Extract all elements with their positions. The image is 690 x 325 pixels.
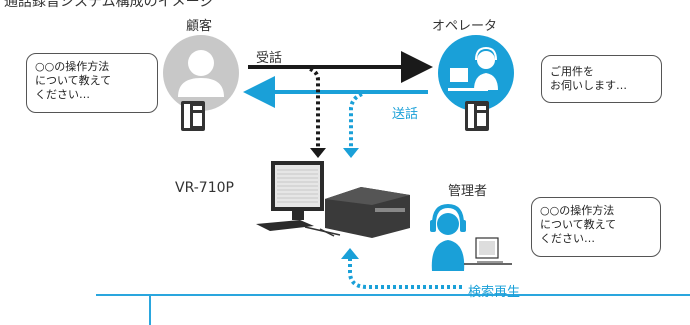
manager-headset-icon: [430, 203, 512, 271]
manager-label: 管理者: [448, 184, 488, 199]
customer-label: 顧客: [186, 19, 213, 34]
bubble-line: について教えて: [35, 74, 112, 87]
operator-headset-icon: [438, 35, 514, 111]
send-label: 送話: [392, 107, 419, 122]
search-play-line: [348, 258, 462, 289]
phone-icon: [465, 101, 489, 131]
manager-speech-bubble: ○○の操作方法 について教えて ください…: [531, 197, 661, 257]
operator-label: オペレータ: [432, 19, 498, 34]
bubble-line: ください…: [35, 88, 90, 101]
phone-icon: [181, 101, 205, 131]
bubble-line: ご用件を: [550, 65, 594, 78]
bubble-line: について教えて: [540, 218, 617, 231]
header-title: 通話録音システム構成のイメージ: [4, 0, 214, 10]
device-label: VR-710P: [175, 180, 234, 196]
recorder-server-icon: [256, 161, 410, 238]
receive-tap-line: [309, 67, 320, 148]
operator-speech-bubble: ご用件を お伺いします…: [541, 55, 662, 103]
customer-speech-bubble: ○○の操作方法 について教えて ください…: [26, 53, 158, 113]
bubble-line: ください…: [540, 232, 595, 245]
bubble-line: ○○の操作方法: [35, 60, 110, 73]
send-tap-line: [349, 92, 363, 148]
search-play-label: 検索再生: [468, 285, 521, 300]
receive-label: 受話: [256, 51, 283, 66]
bubble-line: ○○の操作方法: [540, 204, 615, 217]
bubble-line: お伺いします…: [550, 79, 627, 92]
customer-avatar-icon: [163, 35, 239, 111]
